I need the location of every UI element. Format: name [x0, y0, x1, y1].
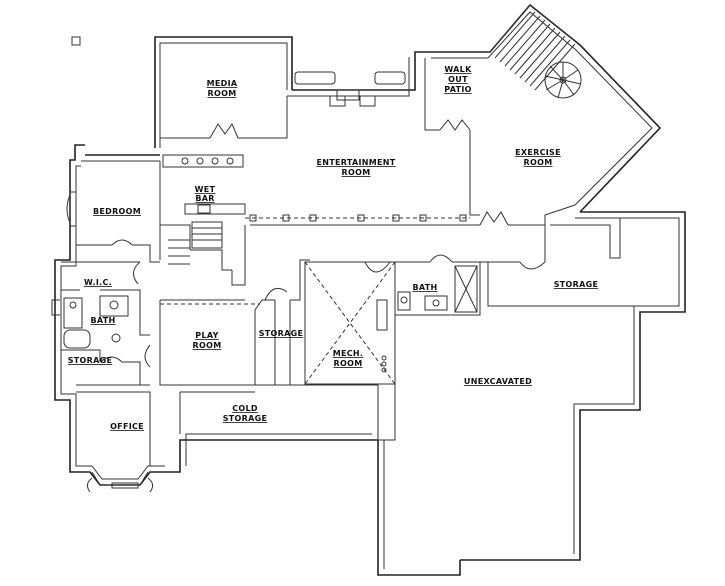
label-mech-room: MECH.ROOM — [333, 349, 364, 368]
label-bath-right: BATH — [412, 283, 437, 292]
outer-walls — [54, 3, 686, 576]
label-unexcavated: UNEXCAVATED — [464, 377, 532, 386]
spiral-stair — [544, 61, 582, 99]
label-wic: W.I.C. — [84, 278, 112, 287]
office-bay-window — [86, 471, 154, 493]
exterior-stair — [494, 11, 576, 91]
label-office: OFFICE — [110, 422, 144, 431]
interior-walls — [51, 4, 634, 466]
label-storage-mid: STORAGE — [259, 329, 304, 338]
label-storage-left: STORAGE — [68, 356, 113, 365]
interior-stair — [160, 221, 246, 286]
label-storage-right: STORAGE — [554, 280, 599, 289]
label-bath-left: BATH — [90, 316, 115, 325]
label-bedroom: BEDROOM — [93, 207, 141, 216]
plan-marker-square — [71, 36, 81, 46]
